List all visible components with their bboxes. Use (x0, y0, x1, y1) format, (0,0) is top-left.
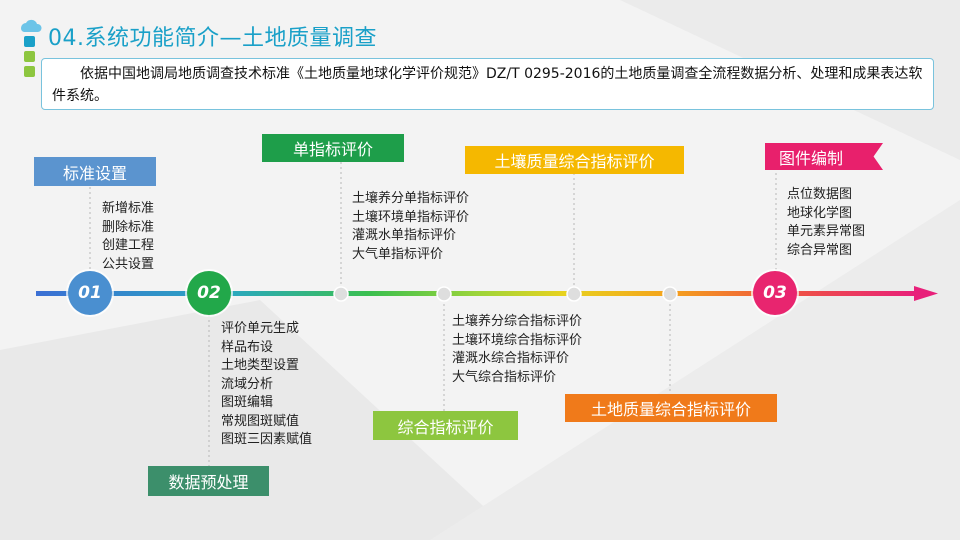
milestone-01: 01 (68, 271, 112, 315)
timeline-node (662, 286, 678, 302)
milestone-02: 02 (187, 271, 231, 315)
timeline-arrow (914, 286, 938, 301)
page-title: 04.系统功能简介—土地质量调查 (48, 26, 377, 51)
timeline-node (436, 286, 452, 302)
stage-single-items: 土壤养分单指标评价 土壤环境单指标评价 灌溉水单指标评价 大气单指标评价 (352, 191, 470, 262)
stage-composite-label: 综合指标评价 (373, 411, 518, 440)
stage-preprocess-label: 数据预处理 (148, 466, 269, 496)
stage-preprocess-items: 评价单元生成 样品布设 土地类型设置 流域分析 图斑编辑 常规图斑赋值 图斑三因… (221, 321, 313, 447)
timeline-node (566, 286, 582, 302)
stage-soil-quality-label: 土壤质量综合指标评价 (465, 146, 684, 174)
stage-mapping-items: 点位数据图 地球化学图 单元素异常图 综合异常图 (787, 187, 866, 258)
stage-single-label: 单指标评价 (262, 134, 404, 162)
timeline-node (333, 286, 349, 302)
stage-composite-items: 土壤养分综合指标评价 土壤环境综合指标评价 灌溉水综合指标评价 大气综合指标评价 (452, 314, 583, 385)
stage-standard-label: 标准设置 (34, 157, 156, 186)
milestone-03: 03 (753, 271, 797, 315)
stage-land-quality-label: 土地质量综合指标评价 (565, 394, 777, 422)
intro-text: 依据中国地调局地质调查技术标准《土地质量地球化学评价规范》DZ/T 0295-2… (41, 58, 934, 110)
timeline-bar (36, 291, 916, 296)
stage-mapping-label: 图件编制 (765, 143, 883, 170)
logo (18, 16, 42, 82)
stage-standard-items: 新增标准 删除标准 创建工程 公共设置 (102, 201, 155, 272)
